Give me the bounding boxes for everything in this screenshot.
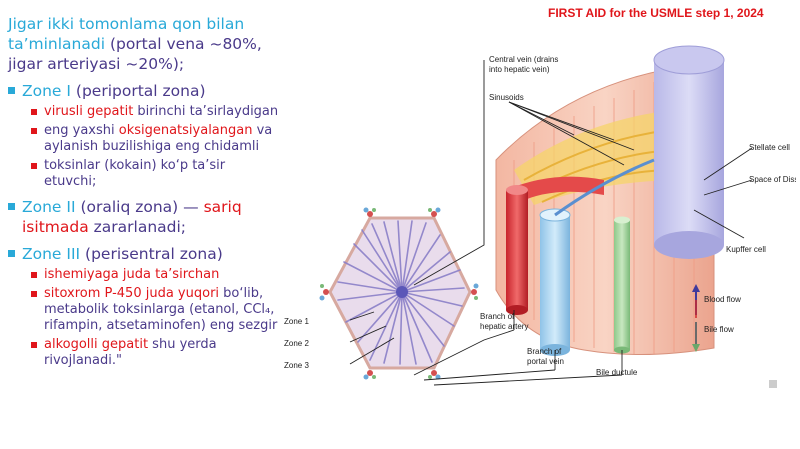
sub-bullet-icon (31, 163, 37, 169)
zone-1-item-3-text: toksinlar (kokain) ko‘p ta’sir etuvchi; (44, 158, 226, 189)
sub-bullet-icon (31, 128, 37, 134)
zone-1-item-3: toksinlar (kokain) ko‘p ta’sir etuvchi; (8, 158, 280, 190)
label-portal-vein-2: portal vein (527, 357, 564, 366)
text-column: Jigar ikki tomonlama qon bilan ta’minlan… (8, 14, 280, 369)
hepatic-artery (506, 176, 604, 315)
label-hepatic-artery-2: hepatic artery (480, 322, 528, 331)
flow-legend (692, 284, 700, 352)
hexagon-lobule (319, 207, 479, 380)
zone-1-item-2-text: va aylanish buzilishiga eng chidamli (44, 123, 273, 154)
label-sinusoids: Sinusoids (489, 93, 524, 102)
label-zone-1: Zone 1 (284, 317, 309, 326)
bullet-icon (8, 250, 15, 257)
expand-icon (769, 380, 777, 388)
zone-3-heading: Zone III (perisentral zona) (8, 244, 280, 264)
zone-3-name: Zone III (22, 245, 81, 263)
label-zone-2: Zone 2 (284, 339, 309, 348)
zone-2-tail: zararlanadi; (88, 218, 187, 236)
zone-3-item-3: alkogolli gepatit shu yerda rivojlanadi.… (8, 337, 280, 369)
zone-3-desc: (perisentral zona) (80, 245, 223, 263)
bullet-icon (8, 203, 15, 210)
intro-highlight: Jigar ikki tomonlama qon bilan ta’minlan… (8, 15, 245, 53)
sub-bullet-icon (31, 342, 37, 348)
liver-lobule-diagram: Central vein (drains into hepatic vein) … (284, 45, 796, 388)
zone-1-item-2-red: oksigenatsiyalangan (118, 123, 253, 138)
zone-1-heading: Zone I (periportal zona) (8, 81, 280, 101)
intro-rest: (portal vena ~80%, jigar arteriyasi ~20%… (8, 35, 262, 73)
zone-3-item-2-red: sitoxrom P-450 juda yuqori (44, 286, 220, 301)
zone-2-desc: (oraliq zona) — (75, 198, 204, 216)
label-bile-flow: Bile flow (704, 325, 734, 334)
diagram-labels: Central vein (drains into hepatic vein) … (284, 55, 796, 377)
label-portal-vein: Branch of (527, 347, 562, 356)
zone-3-item-3-text: shu yerda rivojlanadi." (44, 337, 217, 368)
label-central-vein-2: into hepatic vein) (489, 65, 550, 74)
label-blood-flow: Blood flow (704, 295, 741, 304)
zone-2-name: Zone II (22, 198, 76, 216)
zone-1-desc: (periportal zona) (70, 82, 206, 100)
label-central-vein: Central vein (drains (489, 55, 558, 64)
source-citation: FIRST AID for the USMLE step 1, 2024 (548, 6, 764, 20)
zone-1-item-2-pre: eng yaxshi (44, 123, 119, 138)
intro-paragraph: Jigar ikki tomonlama qon bilan ta’minlan… (8, 14, 280, 74)
sub-bullet-icon (31, 272, 37, 278)
zone-3-item-1: ishemiyaga juda ta’sirchan (8, 267, 280, 283)
zone-2-warn: sariq isitmada (22, 198, 242, 236)
bile-ductule (614, 216, 630, 354)
label-hepatic-artery: Branch of (480, 312, 515, 321)
zone-3-item-3-red: alkogolli gepatit (44, 337, 149, 352)
zone-2-heading: Zone II (oraliq zona) — sariq isitmada z… (8, 197, 280, 237)
zone-3-item-2: sitoxrom P-450 juda yuqori bo‘lib, metab… (8, 286, 280, 334)
sub-bullet-icon (31, 109, 37, 115)
zone-1-item-1-text: birinchi ta’sirlaydigan (133, 104, 279, 119)
portal-vein (539, 158, 655, 356)
zone-1-item-1-red: virusli gepatit (44, 104, 134, 119)
zone-1-item-2: eng yaxshi oksigenatsiyalangan va aylani… (8, 123, 280, 155)
leader-lines (349, 60, 753, 386)
zone-3-item-1-red: ishemiyaga juda ta’sirchan (44, 267, 220, 282)
zone-3-item-2-text: bo‘lib, metabolik toksinlarga (etanol, C… (44, 286, 278, 333)
label-zone-3: Zone 3 (284, 361, 309, 370)
label-kupffer-cell: Kupffer cell (726, 245, 766, 254)
label-space-of-disse: Space of Disse (749, 175, 796, 184)
central-vein (653, 45, 725, 259)
zone-1-item-1: virusli gepatit birinchi ta’sirlaydigan (8, 104, 280, 120)
label-stellate-cell: Stellate cell (749, 143, 790, 152)
zone-1-name: Zone I (22, 82, 71, 100)
label-bile-ductule: Bile ductule (596, 368, 638, 377)
bullet-icon (8, 87, 15, 94)
sub-bullet-icon (31, 291, 37, 297)
